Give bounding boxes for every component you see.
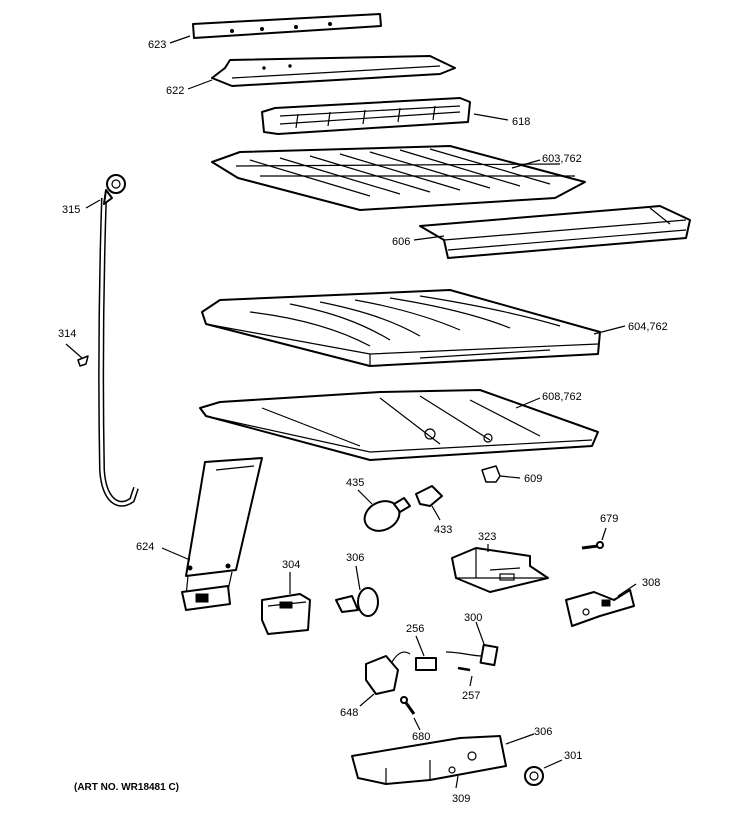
part-306-lower-housing (351, 733, 535, 785)
callout-622: 622 (166, 85, 184, 97)
part-301-knob (524, 759, 563, 786)
part-679-screw (581, 527, 607, 550)
callout-624: 624 (136, 541, 154, 553)
callout-680: 680 (412, 731, 430, 743)
part-680-screw (400, 696, 421, 731)
part-256-connector (415, 635, 437, 671)
part-624-control-panel (161, 457, 263, 611)
callout-433: 433 (434, 524, 452, 536)
callout-609: 609 (524, 473, 542, 485)
part-304-block (261, 572, 311, 635)
callout-679: 679 (600, 513, 618, 525)
callout-604-762: 604,762 (628, 321, 668, 333)
part-315-tube (85, 174, 139, 507)
part-257-wire-clip (457, 666, 473, 687)
callout-606: 606 (392, 236, 410, 248)
callout-608-762: 608,762 (542, 391, 582, 403)
callout-304: 304 (282, 559, 300, 571)
callout-308: 308 (642, 577, 660, 589)
part-309-leader (455, 775, 459, 789)
callout-618: 618 (512, 116, 530, 128)
art-number: (ART NO. WR18481 C) (74, 782, 179, 793)
callout-306b: 306 (534, 726, 552, 738)
callout-257: 257 (462, 690, 480, 702)
part-608-cover-frame (199, 389, 599, 461)
callout-315: 315 (62, 204, 80, 216)
callout-314: 314 (58, 328, 76, 340)
part-314-clip (65, 343, 89, 367)
part-323-housing (451, 544, 549, 593)
callout-300: 300 (464, 612, 482, 624)
callout-306a: 306 (346, 552, 364, 564)
part-603-wire-shelf (211, 145, 586, 211)
part-300-switch (445, 621, 499, 667)
part-306-knob (335, 565, 379, 617)
callout-603-762: 603,762 (542, 153, 582, 165)
part-308-bracket (565, 583, 637, 627)
part-435-light-bulb (357, 489, 411, 532)
part-618-frame (261, 97, 509, 135)
callout-323: 323 (478, 531, 496, 543)
callout-648: 648 (340, 707, 358, 719)
part-648-capacitor (359, 651, 411, 707)
part-604-crisper-pan (201, 289, 626, 367)
part-622-cover (187, 55, 456, 90)
callout-309: 309 (452, 793, 470, 805)
part-606-cover-front (413, 205, 691, 259)
callout-435: 435 (346, 477, 364, 489)
part-609-clip (481, 465, 521, 483)
callout-301: 301 (564, 750, 582, 762)
callout-256: 256 (406, 623, 424, 635)
callout-623: 623 (148, 39, 166, 51)
part-623-bracket (169, 13, 382, 44)
part-433-socket (415, 485, 443, 521)
